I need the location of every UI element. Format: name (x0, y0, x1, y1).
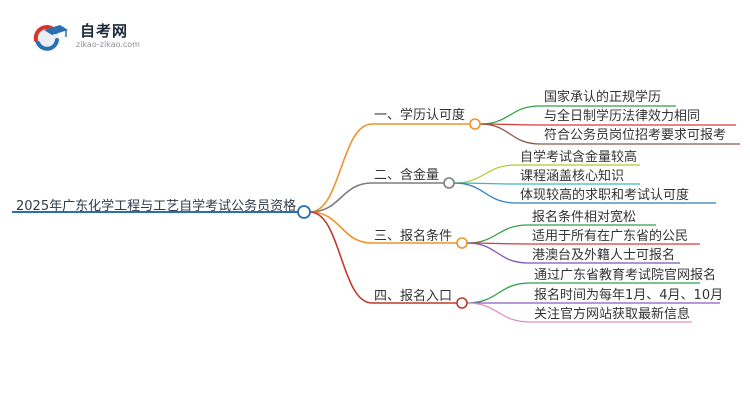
graduation-cap-icon (33, 25, 68, 51)
logo-subtitle: zikao-zikao.com (76, 40, 140, 49)
leaf-connector (453, 182, 517, 204)
branch-connector (309, 123, 373, 213)
leaf-connector (479, 105, 541, 125)
root-node (297, 205, 311, 219)
leaf-label: 课程涵盖核心知识 (520, 169, 625, 184)
branch-node (443, 177, 455, 189)
branch-label: 三、报名条件 (374, 229, 453, 244)
branch-node (469, 118, 481, 130)
leaf-label: 体现较高的求职和考试认可度 (520, 188, 690, 203)
leaf-label: 通过广东省教育考试院官网报名 (534, 268, 717, 283)
leaf-label: 国家承认的正规学历 (544, 90, 662, 105)
branch-node (456, 237, 468, 249)
leaf-label: 关注官方网站获取最新信息 (534, 307, 691, 322)
leaf-label: 报名条件相对宽松 (532, 210, 637, 225)
leaf-label: 自学考试含金量较高 (520, 150, 638, 165)
branch-label: 一、学历认可度 (374, 108, 466, 123)
logo: 自考网 zikao-zikao.com (30, 18, 140, 54)
leaf-connector (453, 164, 517, 184)
leaf-connector (466, 302, 531, 323)
branch-label: 二、含金量 (374, 168, 440, 183)
leaf-label: 与全日制学历法律效力相同 (544, 109, 701, 124)
leaf-connector (466, 282, 531, 304)
branch-connector (309, 182, 373, 213)
leaf-label: 港澳台及外籍人士可报名 (532, 248, 676, 263)
leaf-connector (479, 123, 541, 145)
leaf-label: 符合公务员岗位招考要求可报考 (544, 128, 727, 143)
branch-node (456, 297, 468, 309)
leaf-connector (466, 224, 529, 244)
branch-connector (309, 211, 373, 304)
leaf-label: 适用于所有在广东省的公民 (532, 229, 689, 244)
branch-label: 四、报名入口 (374, 289, 453, 304)
logo-title: 自考网 (80, 22, 129, 40)
leaf-connector (466, 242, 529, 264)
root-label: 2025年广东化学工程与工艺自学考试公务员资格 (16, 199, 297, 214)
branch-connector (309, 211, 373, 244)
leaf-label: 报名时间为每年1月、4月、10月 (534, 288, 724, 303)
